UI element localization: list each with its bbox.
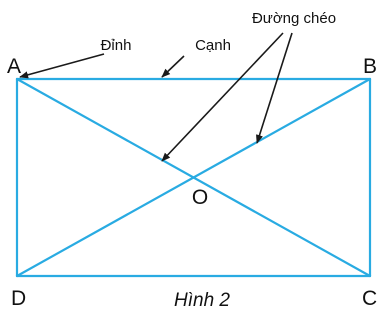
center-o-label: O (192, 186, 208, 209)
vertex-pointer-arrow (19, 53, 105, 79)
diagonal-pointer-arrow-left (161, 32, 284, 162)
side-annotation-label: Cạnh (195, 37, 231, 54)
vertex-c-label: C (362, 287, 377, 310)
diagonals-annotation-label: Đường chéo (252, 10, 336, 27)
vertex-a-label: A (7, 55, 21, 78)
diagonal-bd (15, 77, 372, 278)
vertex-b-label: B (363, 55, 377, 78)
vertex-d-label: D (11, 287, 26, 310)
side-pointer-arrow (161, 55, 185, 78)
figure-caption: Hình 2 (174, 290, 230, 311)
diagonal-pointer-arrow-right (256, 32, 293, 144)
vertex-annotation-label: Đỉnh (101, 37, 132, 54)
